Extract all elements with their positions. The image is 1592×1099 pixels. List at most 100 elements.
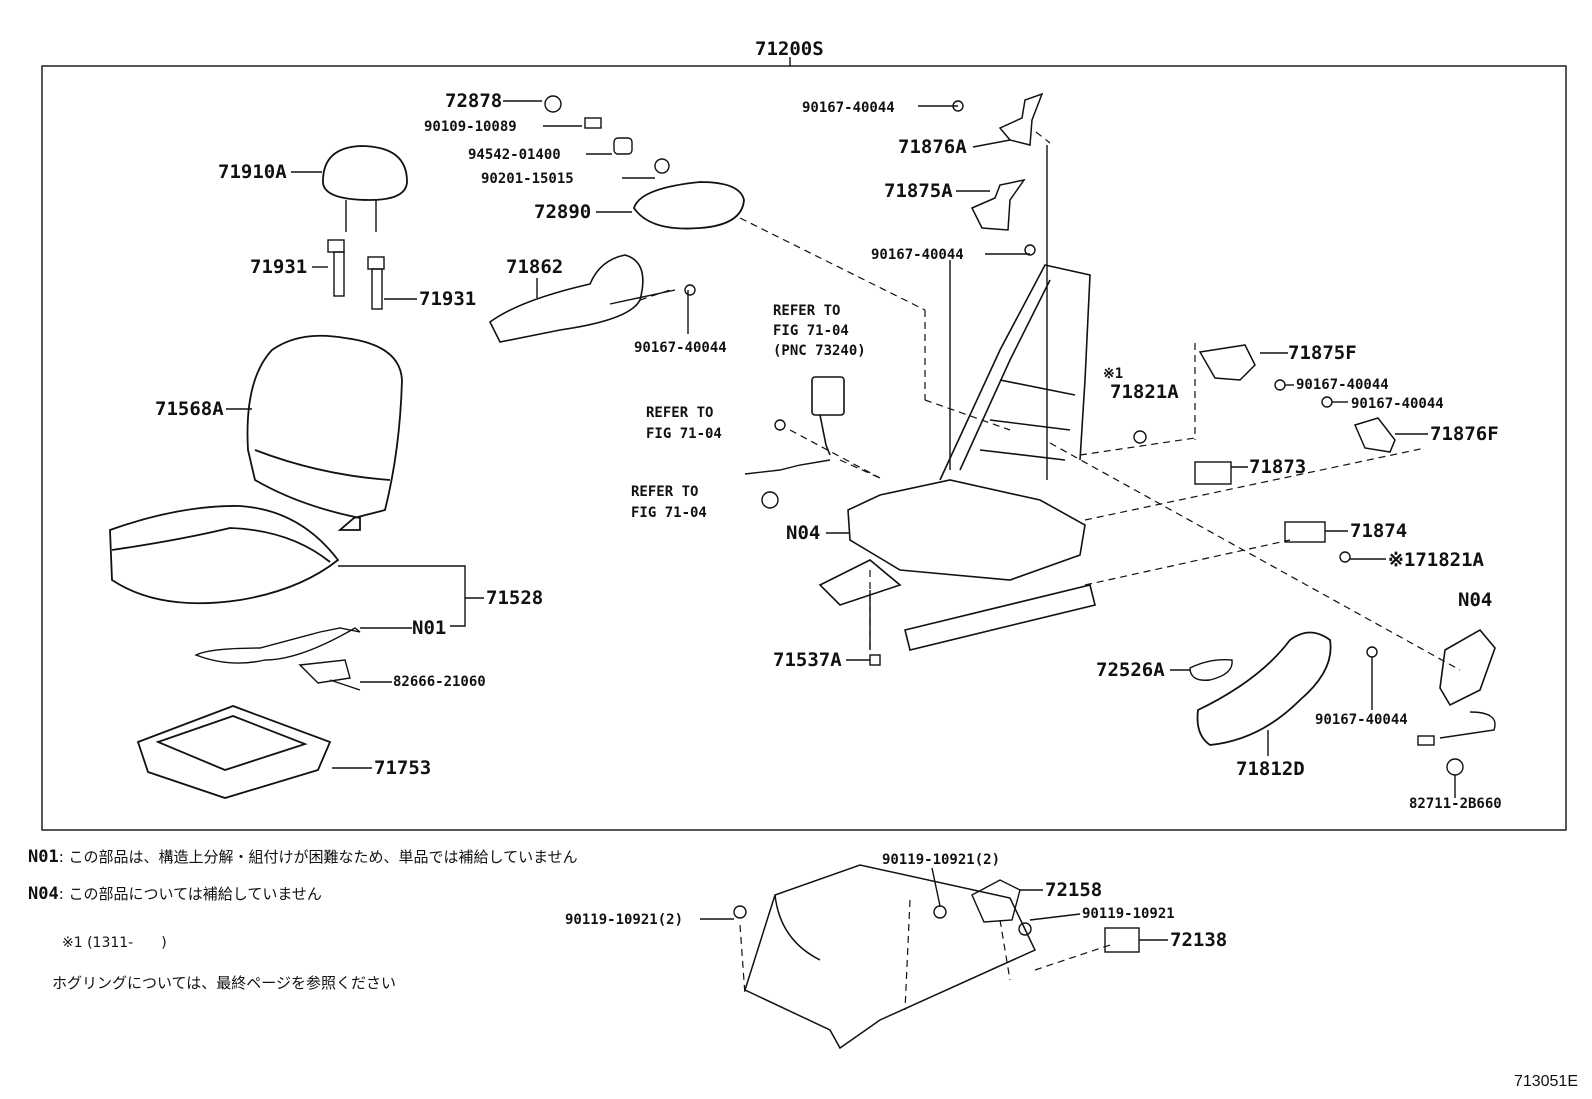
label-90119-c: 90119-10921: [1082, 906, 1175, 922]
bracket-icon: [970, 92, 1044, 231]
nut-icon: [654, 158, 670, 174]
recliner-handle-icon: [1196, 631, 1332, 746]
label-72526A: 72526A: [1096, 659, 1165, 681]
bolt-icon: [774, 419, 786, 431]
label-71821A-marked: ※171821A: [1388, 549, 1485, 571]
harness-icon: [744, 459, 831, 475]
assembly-frame: [41, 65, 1567, 831]
harness-icon: [194, 627, 361, 664]
bolt-icon: [1024, 244, 1036, 256]
seatback-cover-icon: [246, 334, 403, 531]
bolt-icon: [684, 284, 696, 296]
bolt-icon: [952, 100, 964, 112]
bolt-icon: [1321, 396, 1333, 408]
refer-2-line-2: FIG 71-04: [646, 426, 722, 442]
label-N01: N01: [412, 617, 446, 639]
label-72138: 72138: [1170, 929, 1227, 951]
side-airbag-icon: [1439, 628, 1496, 707]
note-hog-ring: ホグリングについては、最終ページを参照ください: [52, 974, 396, 992]
bolt-icon: [933, 905, 947, 919]
refer-1-line-1: REFER TO: [773, 303, 840, 319]
bracket-72158-icon: [971, 879, 1021, 923]
label-90167-d: 90167-40044: [1296, 377, 1389, 393]
bolt-icon: [1274, 379, 1286, 391]
cover-71876F-icon: [1353, 417, 1396, 453]
seat-rail-icon: [744, 864, 1037, 1050]
label-94542: 94542-01400: [468, 147, 561, 163]
note-n01-text: : この部品は、構造上分解・組付けが困難なため、単品では補給していません: [58, 848, 578, 866]
label-90167-e: 90167-40044: [1351, 396, 1444, 412]
seat-frame-icon: [818, 264, 1096, 651]
label-71931-left: 71931: [250, 256, 307, 278]
label-71537A: 71537A: [773, 649, 842, 671]
label-82711: 82711-2B660: [1409, 796, 1502, 812]
label-71528: 71528: [486, 587, 543, 609]
bolt-icon: [1366, 646, 1378, 658]
bracket-71874-icon: [1284, 521, 1326, 543]
refer-1-line-2: FIG 71-04: [773, 323, 849, 339]
note-n01: N01: この部品は、構造上分解・組付けが困難なため、単品では補給していません: [28, 846, 578, 867]
label-71876F: 71876F: [1430, 423, 1499, 445]
label-N04-frame: N04: [786, 522, 820, 544]
clip-icon: [1339, 551, 1351, 563]
clip-71821A-icon: [1133, 430, 1147, 444]
label-71875A: 71875A: [884, 180, 953, 202]
label-71862: 71862: [506, 256, 563, 278]
assembly-label: 71200S: [755, 38, 824, 60]
figure-id: 713051E: [1513, 1073, 1578, 1090]
screw-icon: [584, 117, 602, 129]
label-90167-f: 90167-40044: [1315, 712, 1408, 728]
seat-pad-icon: [136, 705, 332, 799]
seat-cushion-cover-icon: [109, 505, 340, 605]
grommet-icon: [761, 491, 779, 509]
refer-1-line-3: (PNC 73240): [773, 343, 866, 359]
seat-belt-buckle-icon: [811, 376, 845, 456]
label-71821A: 71821A: [1110, 381, 1179, 403]
label-82666: 82666-21060: [393, 674, 486, 690]
note-n01-code: N01: [28, 847, 59, 867]
label-90167-b: 90167-40044: [802, 100, 895, 116]
label-71753: 71753: [374, 757, 431, 779]
headrest-icon: [322, 145, 408, 232]
label-71875F: 71875F: [1288, 342, 1357, 364]
label-71568A: 71568A: [155, 398, 224, 420]
mark-1: ※1: [1103, 366, 1123, 382]
label-90119-a: 90119-10921(2): [882, 852, 1000, 868]
connector-icon: [1417, 735, 1435, 746]
label-71876A: 71876A: [898, 136, 967, 158]
bracket-72138-icon: [1104, 927, 1140, 953]
label-71874: 71874: [1350, 520, 1407, 542]
clamp-icon: [1446, 758, 1464, 776]
handle-knob-icon: [1189, 658, 1233, 681]
label-72890: 72890: [534, 201, 591, 223]
clip-icon: [298, 659, 361, 691]
knob-icon: [544, 95, 562, 113]
label-71812D: 71812D: [1236, 758, 1305, 780]
refer-2-line-1: REFER TO: [646, 405, 713, 421]
headrest-guide-icon: [327, 239, 385, 310]
label-90119-b: 90119-10921(2): [565, 912, 683, 928]
label-N04-airbag: N04: [1458, 589, 1492, 611]
label-71873: 71873: [1249, 456, 1306, 478]
label-72158: 72158: [1045, 879, 1102, 901]
label-72878: 72878: [445, 90, 502, 112]
refer-3-line-1: REFER TO: [631, 484, 698, 500]
label-90167-a: 90167-40044: [634, 340, 727, 356]
note-n04-text: : この部品については補給していません: [58, 885, 322, 903]
label-90167-c: 90167-40044: [871, 247, 964, 263]
side-cover-icon: [488, 254, 644, 343]
bracket-71873-icon: [1194, 461, 1232, 485]
label-90201: 90201-15015: [481, 171, 574, 187]
bolt-icon: [1018, 922, 1032, 936]
note-mark: ※1 (1311- ): [62, 935, 167, 951]
refer-3-line-2: FIG 71-04: [631, 505, 707, 521]
note-n04-code: N04: [28, 884, 59, 904]
label-71910A: 71910A: [218, 161, 287, 183]
label-71931-right: 71931: [419, 288, 476, 310]
note-n04: N04: この部品については補給していません: [28, 883, 322, 904]
cover-71875F-icon: [1198, 344, 1256, 381]
bolt-icon: [733, 905, 747, 919]
label-90109: 90109-10089: [424, 119, 517, 135]
armrest-icon: [633, 181, 745, 230]
